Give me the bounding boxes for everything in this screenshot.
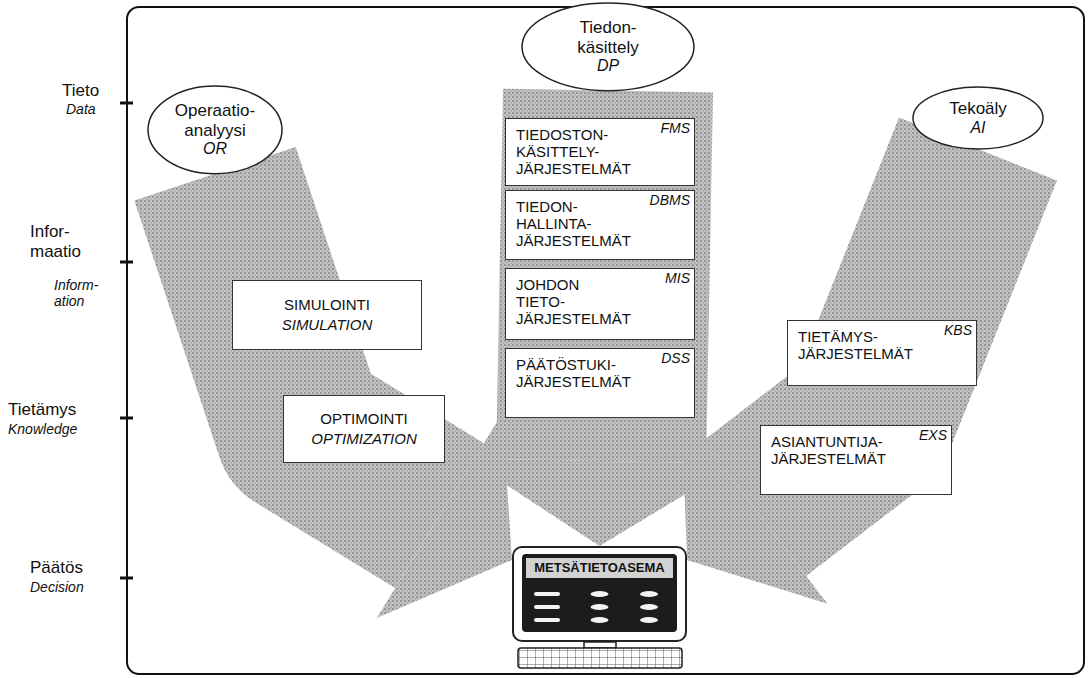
ellipse-title: Operaatio- analyysi xyxy=(175,101,255,140)
screen-oval xyxy=(640,617,658,623)
ellipse-node: Operaatio- analyysiOR xyxy=(147,85,283,175)
system-box: PÄÄTÖSTUKI- JÄRJESTELMÄT DSS xyxy=(505,348,695,418)
screen-dash xyxy=(534,605,560,609)
ellipse-node: Tiedon- käsittelyDP xyxy=(521,2,695,92)
ellipse-shape xyxy=(148,86,282,174)
system-box: JOHDON TIETO- JÄRJESTELMÄT MIS xyxy=(505,268,695,340)
ellipse-shape xyxy=(522,3,694,91)
ellipse-abbreviation: OR xyxy=(203,140,227,158)
axis-label-slot: Tietämys xyxy=(8,400,76,420)
ellipse-abbreviation: DP xyxy=(597,57,619,75)
monitor-screen-text: METSÄTIETOASEMA xyxy=(526,558,673,578)
axis-label-slot: Data xyxy=(66,101,96,117)
axis-label-slot: Decision xyxy=(30,579,84,595)
axis-label: Päätös xyxy=(30,558,83,578)
system-name: TIETÄMYS- JÄRJESTELMÄT xyxy=(798,327,913,363)
screen-oval xyxy=(640,604,658,610)
system-abbreviation: DBMS xyxy=(650,193,690,207)
axis-label: Data xyxy=(66,101,96,117)
system-name: JOHDON TIETO- JÄRJESTELMÄT xyxy=(516,275,631,327)
axis-label: Tieto xyxy=(62,81,99,101)
box-title: OPTIMOINTI xyxy=(320,409,408,429)
system-box: SIMULOINTISIMULATION xyxy=(232,280,422,350)
system-abbreviation: MIS xyxy=(665,271,690,285)
box-subtitle: SIMULATION xyxy=(282,315,373,335)
system-box: TIEDOSTON- KÄSITTELY- JÄRJESTELMÄT FMS xyxy=(505,118,695,186)
axis-label: Infor- maatio xyxy=(30,222,81,261)
ellipse-title: Tiedon- käsittely xyxy=(577,18,638,57)
flow-arrow-shaft xyxy=(755,149,979,508)
screen-dash xyxy=(534,618,560,622)
system-abbreviation: EXS xyxy=(919,428,947,442)
screen-glass xyxy=(522,554,677,632)
axis-label: Inform- ation xyxy=(54,277,98,309)
system-abbreviation: FMS xyxy=(660,121,690,135)
axis-label-slot: Knowledge xyxy=(8,421,77,437)
screen-oval xyxy=(591,591,609,597)
axis-tick xyxy=(120,102,133,105)
system-box: OPTIMOINTIOPTIMIZATION xyxy=(283,395,445,463)
keyboard xyxy=(518,648,682,668)
axis-label: Knowledge xyxy=(8,421,77,437)
flow-arrow xyxy=(215,174,512,618)
computer-monitor: METSÄTIETOASEMA xyxy=(512,546,687,642)
axis-tick xyxy=(120,417,133,420)
screen-oval xyxy=(591,617,609,623)
system-box: ASIANTUNTIJA- JÄRJESTELMÄT EXS xyxy=(760,425,952,495)
system-abbreviation: DSS xyxy=(661,351,690,365)
flow-arrow-shaft xyxy=(215,174,440,516)
monitor-stand xyxy=(584,642,616,648)
axis-tick xyxy=(120,577,133,580)
system-box: TIETÄMYS- JÄRJESTELMÄT KBS xyxy=(787,320,977,386)
system-name: PÄÄTÖSTUKI- JÄRJESTELMÄT xyxy=(516,355,631,391)
axis-label-slot: Infor- maatio xyxy=(30,222,81,261)
outer-frame xyxy=(127,7,1084,674)
screen-oval xyxy=(591,604,609,610)
ellipse-title: Tekoäly xyxy=(949,99,1007,119)
axis-label: Decision xyxy=(30,579,84,595)
axis-label-slot: Tieto xyxy=(62,81,99,101)
ellipse-shape xyxy=(913,87,1043,149)
ellipse-node: TekoälyAI xyxy=(912,86,1044,150)
axis-label-slot: Inform- ation xyxy=(54,277,98,309)
system-abbreviation: KBS xyxy=(944,323,972,337)
flow-arrow xyxy=(682,149,978,604)
system-name: TIEDON- HALLINTA- JÄRJESTELMÄT xyxy=(516,197,631,249)
screen-oval xyxy=(640,591,658,597)
system-box: TIEDON- HALLINTA- JÄRJESTELMÄT DBMS xyxy=(505,190,695,260)
system-name: TIEDOSTON- KÄSITTELY- JÄRJESTELMÄT xyxy=(516,125,631,177)
screen-dash xyxy=(534,592,560,596)
box-subtitle: OPTIMIZATION xyxy=(311,429,417,449)
system-name: ASIANTUNTIJA- JÄRJESTELMÄT xyxy=(771,432,886,468)
axis-label-slot: Päätös xyxy=(30,558,83,578)
box-title: SIMULOINTI xyxy=(284,295,370,315)
ellipse-abbreviation: AI xyxy=(970,119,985,137)
axis-tick xyxy=(120,261,133,264)
axis-label: Tietämys xyxy=(8,400,76,420)
